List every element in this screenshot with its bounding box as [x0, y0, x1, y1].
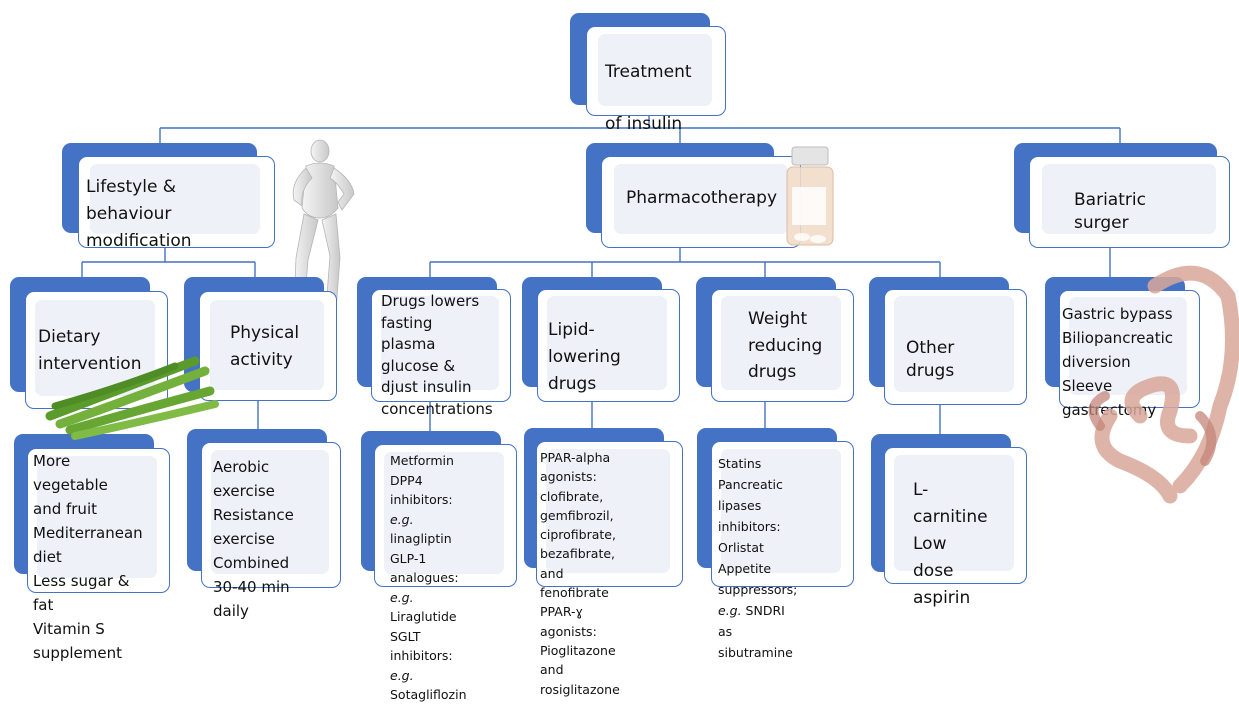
other-drugs-label: Other drugs	[906, 338, 955, 382]
pharmacotherapy-label: Pharmacotherapy	[626, 188, 778, 208]
glucose-drugs-label: Drugs lowers fasting plasma glucose & dj…	[381, 292, 493, 418]
connector-lines	[81, 116, 1121, 436]
green-beans-icon	[45, 356, 219, 440]
lipid-drugs-label: Lipid-lowering drugs	[548, 320, 621, 394]
bariatric-label: Bariatric surger	[1074, 190, 1146, 234]
dietary-recommendations: More vegetable and fruit Mediterranean d…	[33, 452, 143, 662]
glucose-drug-list: Metformin DPP4 inhibitors: e.g. linaglip…	[390, 453, 467, 702]
weight-drugs-label: Weight reducing drugs	[748, 309, 823, 382]
lifestyle-label: Lifestyle & behaviour modification	[86, 177, 192, 251]
other-drug-list: L-carnitine Low dose aspirin	[913, 480, 988, 608]
physical-activity-label: Physical activity	[230, 323, 300, 370]
dietary-label: Dietary intervention	[38, 327, 142, 374]
physical-activity-recommendations: Aerobic exercise Resistance exercise Com…	[213, 458, 294, 620]
bariatric-procedures-list: Gastric bypass Biliopancreatic diversion…	[1062, 305, 1173, 419]
intestines-icon	[1088, 265, 1239, 504]
pill-bottle-icon	[786, 146, 834, 246]
weight-drug-list: Statins Pancreatic lipases inhibitors: O…	[718, 456, 798, 660]
lipid-drug-list: PPAR-alpha agonists: clofibrate, gemfibr…	[540, 450, 620, 697]
root-line-1: Treatment	[605, 62, 692, 82]
root-line-2: of insulin	[605, 114, 683, 134]
human-figure-icon	[292, 139, 355, 311]
